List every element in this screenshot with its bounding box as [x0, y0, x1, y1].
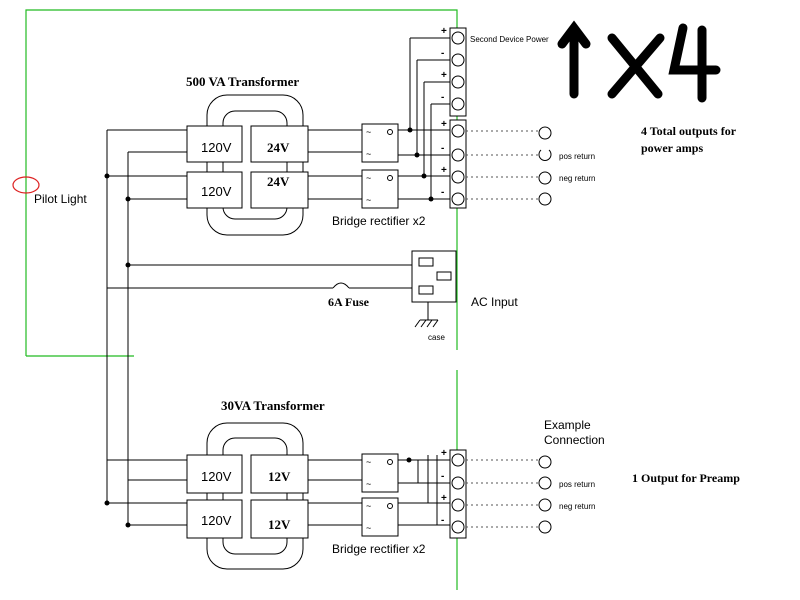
mains-wiring: [107, 264, 412, 289]
svg-text:~: ~: [366, 173, 371, 183]
bottom-output-terminal-strip: [449, 449, 467, 539]
svg-text:~: ~: [366, 457, 371, 467]
bottom-bridge-rectifiers: [361, 453, 399, 537]
bottom-secondary-2-label: 12V: [268, 517, 291, 532]
top-dc-junction-dots: [407, 127, 434, 202]
bottom-dc-junction-dots: [406, 457, 412, 463]
bottom-secondary-1-label: 12V: [268, 469, 291, 484]
svg-text:-: -: [441, 48, 444, 59]
bottom-output-terminal-signs: + - + -: [441, 448, 447, 526]
bottom-transformer-title: 30VA Transformer: [221, 398, 325, 413]
svg-text:+: +: [441, 165, 447, 176]
top-example-dotted-wires: [466, 130, 538, 200]
svg-text:~: ~: [366, 523, 371, 533]
bottom-pos-return-label: pos return: [559, 480, 595, 489]
bottom-neg-return-label: neg return: [559, 502, 595, 511]
bottom-example-dotted-wires: [466, 459, 538, 528]
svg-text:-: -: [441, 471, 444, 482]
svg-text:-: -: [441, 187, 444, 198]
svg-text:+: +: [441, 70, 447, 81]
svg-text:~: ~: [366, 149, 371, 159]
svg-text:+: +: [441, 119, 447, 130]
mains-junction-dots: [125, 262, 131, 268]
svg-text:+: +: [441, 448, 447, 459]
bottom-primary-2-label: 120V: [201, 513, 232, 528]
top-secondary-2-label: 24V: [267, 174, 290, 189]
svg-text:~: ~: [366, 501, 371, 511]
case-ground-label: case: [428, 333, 445, 342]
top-transformer: [206, 94, 304, 236]
second-device-terminal-strip: [449, 27, 467, 117]
top-secondary-wiring: [308, 129, 362, 200]
pilot-light-lamp: [12, 176, 40, 194]
ac-input-socket: [411, 250, 457, 328]
top-transformer-title: 500 VA Transformer: [186, 74, 299, 89]
top-junction-dots: [104, 173, 131, 202]
bottom-primary-wiring: [106, 459, 187, 526]
bottom-transformer-windings: [186, 454, 309, 539]
pilot-light-label: Pilot Light: [34, 192, 87, 206]
top-dc-wiring: [398, 37, 450, 200]
second-device-terminal-signs: + - + -: [441, 26, 447, 103]
top-pos-return-label: pos return: [559, 152, 595, 161]
top-secondary-1-label: 24V: [267, 140, 290, 155]
top-outputs-note-line2: power amps: [641, 141, 703, 155]
svg-text:+: +: [441, 493, 447, 504]
ac-input-label: AC Input: [471, 295, 518, 309]
top-primary-2-label: 120V: [201, 184, 232, 199]
example-connection-line1: Example: [544, 418, 591, 432]
top-bridge-rectifiers: [361, 123, 399, 209]
bottom-primary-1-label: 120V: [201, 469, 232, 484]
bottom-example-terminals: [538, 455, 552, 534]
top-output-terminal-signs: + - + -: [441, 119, 447, 198]
handwritten-1x4: [557, 20, 721, 103]
bottom-outputs-note: 1 Output for Preamp: [632, 471, 740, 485]
svg-text:~: ~: [366, 479, 371, 489]
bottom-transformer: [206, 422, 304, 570]
top-bridge-label: Bridge rectifier x2: [332, 214, 426, 228]
svg-text:-: -: [441, 143, 444, 154]
top-primary-wiring: [106, 129, 187, 525]
top-transformer-windings: [186, 125, 309, 209]
top-outputs-note-line1: 4 Total outputs for: [641, 124, 737, 138]
svg-text:~: ~: [366, 195, 371, 205]
top-neg-return-label: neg return: [559, 174, 595, 183]
top-primary-1-label: 120V: [201, 140, 232, 155]
svg-text:-: -: [441, 92, 444, 103]
bottom-junction-dots: [104, 500, 131, 528]
top-output-terminal-strip: [449, 119, 467, 209]
svg-text:-: -: [441, 515, 444, 526]
top-bridge-ac-glyphs: ~ ~ ~ ~: [366, 127, 371, 205]
fuse-label: 6A Fuse: [328, 295, 370, 309]
top-example-terminals: [538, 126, 552, 206]
second-device-power-label: Second Device Power: [470, 35, 549, 44]
bottom-bridge-label: Bridge rectifier x2: [332, 542, 426, 556]
svg-text:~: ~: [366, 127, 371, 137]
bottom-bridge-ac-glyphs: ~ ~ ~ ~: [366, 457, 371, 533]
svg-text:+: +: [441, 26, 447, 37]
bottom-secondary-wiring: [308, 459, 362, 526]
example-connection-line2: Connection: [544, 433, 605, 447]
